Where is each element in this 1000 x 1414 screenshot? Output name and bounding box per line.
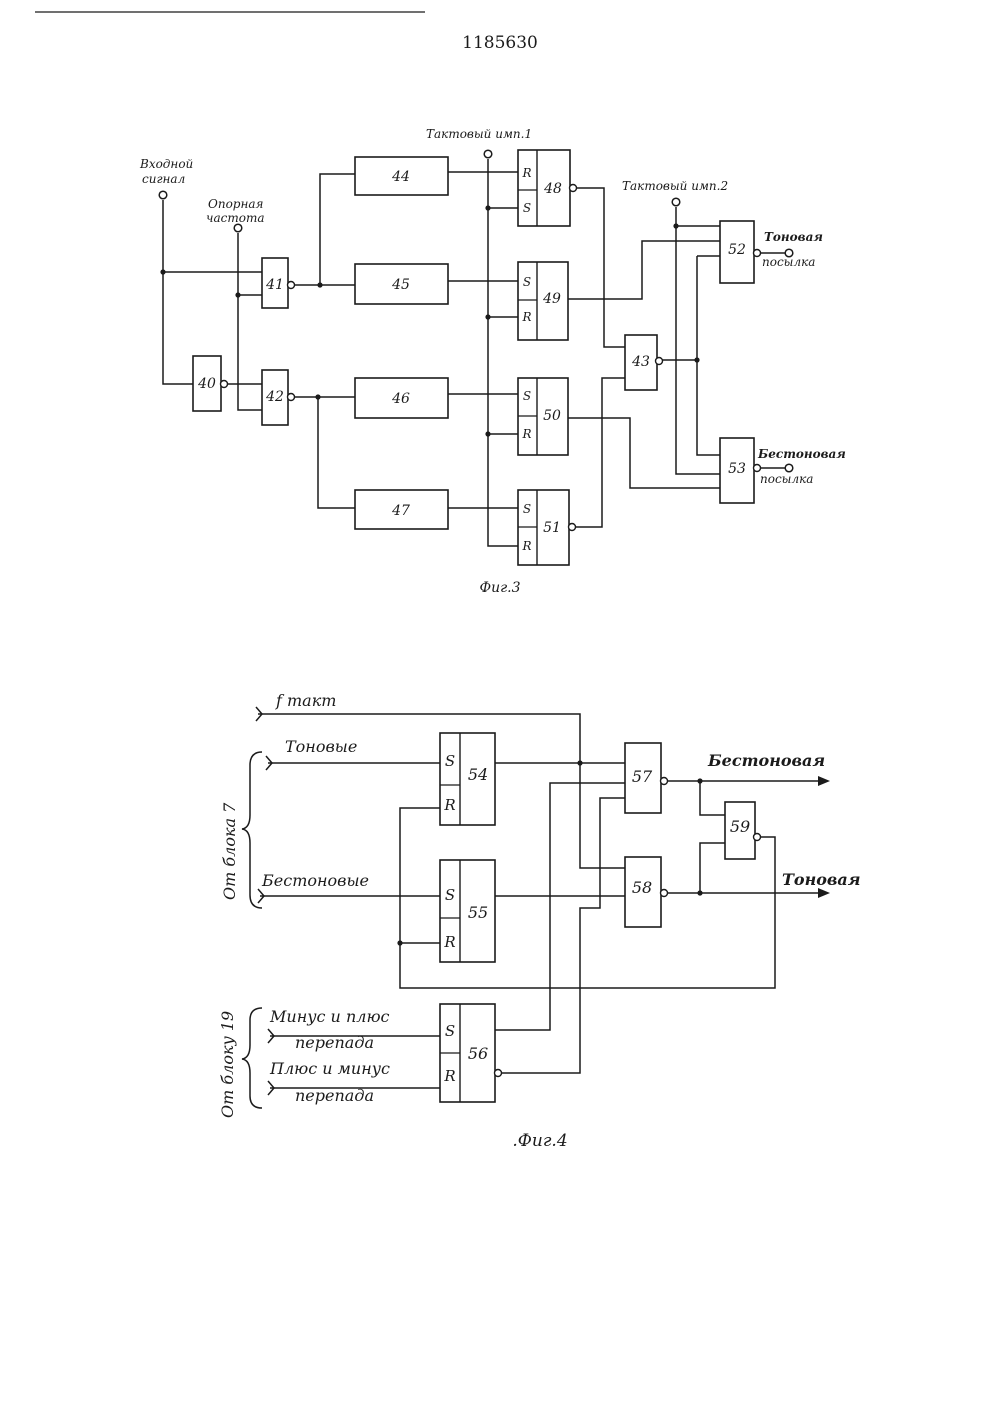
- clock-1-label: Тактовый имп.1: [426, 127, 532, 141]
- trigger-55-label: 55: [468, 903, 488, 922]
- block-53-label: 53: [728, 461, 746, 477]
- gate-57: 57: [625, 743, 668, 813]
- toneless-output-label-2: посылка: [760, 472, 813, 486]
- trigger-54-label: 54: [468, 765, 488, 784]
- block-42: 42: [262, 370, 295, 425]
- block-40: 40: [193, 356, 228, 411]
- patent-number: 1185630: [462, 33, 538, 53]
- brace-from-block-19: [242, 1008, 262, 1108]
- brace-from-block-7: [242, 752, 262, 908]
- trigger-49-r-pin: R: [521, 310, 531, 324]
- reference-frequency-label-2: частота: [206, 211, 264, 225]
- trigger-56-s-pin: S: [445, 1022, 455, 1040]
- fig4-caption: .Фиг.4: [512, 1131, 567, 1151]
- trigger-48-label: 48: [543, 181, 562, 197]
- plus-minus-label-1: Плюс и минус: [269, 1059, 390, 1078]
- figure-3: Входной сигнал Опорная частота Тактовый …: [139, 127, 846, 596]
- block-53: 53: [720, 438, 761, 503]
- tone-output-arrow: [818, 888, 830, 898]
- trigger-50: S R 50: [518, 378, 568, 455]
- block-47-label: 47: [391, 503, 410, 519]
- input-signal-label-1: Входной: [139, 157, 193, 171]
- trigger-56-label: 56: [468, 1044, 488, 1063]
- figure-4: От блока 7 От блоку 19 f такт Тоновые Бе…: [218, 691, 861, 1151]
- block-44-label: 44: [391, 169, 410, 185]
- trigger-48-r-pin: R: [521, 166, 531, 180]
- block-41-label: 41: [265, 277, 284, 293]
- trigger-49-s-pin: S: [523, 275, 531, 289]
- clock-2-label: Тактовый имп.2: [622, 179, 728, 193]
- trigger-55: S R 55: [440, 860, 495, 962]
- trigger-50-label: 50: [543, 408, 561, 424]
- f-clock-label: f такт: [275, 691, 336, 710]
- toneless-output-terminal: [785, 464, 793, 472]
- plus-minus-label-2: перепада: [295, 1086, 374, 1105]
- gate-59-label: 59: [730, 817, 750, 836]
- block-52-label: 52: [728, 242, 746, 258]
- block-41: 41: [262, 258, 295, 308]
- trigger-56-r-pin: R: [443, 1067, 455, 1085]
- fig4-wires: [258, 714, 825, 1088]
- from-block-7-label: От блока 7: [220, 802, 239, 900]
- trigger-50-r-pin: R: [521, 427, 531, 441]
- input-signal-terminal: [159, 191, 167, 199]
- minus-plus-label-2: перепада: [295, 1033, 374, 1052]
- toneless-output-arrow: [818, 776, 830, 786]
- trigger-54-s-pin: S: [445, 752, 455, 770]
- trigger-55-r-pin: R: [443, 933, 455, 951]
- trigger-51-r-pin: R: [521, 539, 531, 553]
- block-45: 45: [355, 264, 448, 304]
- tone-output-label-1: Тоновая: [764, 230, 823, 244]
- clock-2-terminal: [672, 198, 680, 206]
- fig4-input-chevrons: [256, 707, 274, 1095]
- trigger-51-label: 51: [543, 520, 561, 536]
- trigger-48: R S 48: [518, 150, 577, 226]
- block-45-label: 45: [391, 277, 410, 293]
- block-46-label: 46: [391, 391, 410, 407]
- minus-plus-label-1: Минус и плюс: [269, 1007, 390, 1026]
- block-52: 52: [720, 221, 761, 283]
- trigger-51-s-pin: S: [523, 502, 531, 516]
- block-42-label: 42: [265, 389, 284, 405]
- reference-frequency-terminal: [234, 224, 242, 232]
- trigger-55-s-pin: S: [445, 886, 455, 904]
- trigger-49-label: 49: [542, 291, 561, 307]
- gate-57-label: 57: [632, 767, 653, 786]
- block-47: 47: [355, 490, 448, 529]
- tone-output-label: Тоновая: [782, 870, 861, 889]
- trigger-49: S R 49: [518, 262, 568, 340]
- trigger-51: S R 51: [518, 490, 576, 565]
- trigger-50-s-pin: S: [523, 389, 531, 403]
- fig3-caption: Фиг.3: [479, 580, 520, 596]
- input-signal-label-2: сигнал: [142, 172, 185, 186]
- toneless-output-label: Бестоновая: [707, 751, 825, 770]
- toneless-input-label: Бестоновые: [261, 871, 369, 890]
- trigger-54-r-pin: R: [443, 796, 455, 814]
- gate-58: 58: [625, 857, 668, 927]
- reference-frequency-label-1: Опорная: [208, 197, 264, 211]
- gate-58-label: 58: [632, 878, 652, 897]
- gate-59: 59: [725, 802, 761, 859]
- trigger-56: S R 56: [440, 1004, 502, 1102]
- block-43-label: 43: [631, 354, 650, 370]
- trigger-48-s-pin: S: [523, 201, 531, 215]
- tone-input-label: Тоновые: [285, 737, 357, 756]
- toneless-output-label-1: Бестоновая: [757, 447, 846, 461]
- block-40-label: 40: [197, 376, 216, 392]
- from-block-19-label: От блоку 19: [218, 1011, 237, 1118]
- tone-output-label-2: посылка: [762, 255, 815, 269]
- block-43: 43: [625, 335, 663, 390]
- block-44: 44: [355, 157, 448, 195]
- clock-1-terminal: [484, 150, 492, 158]
- trigger-54: S R 54: [440, 733, 495, 825]
- block-46: 46: [355, 378, 448, 418]
